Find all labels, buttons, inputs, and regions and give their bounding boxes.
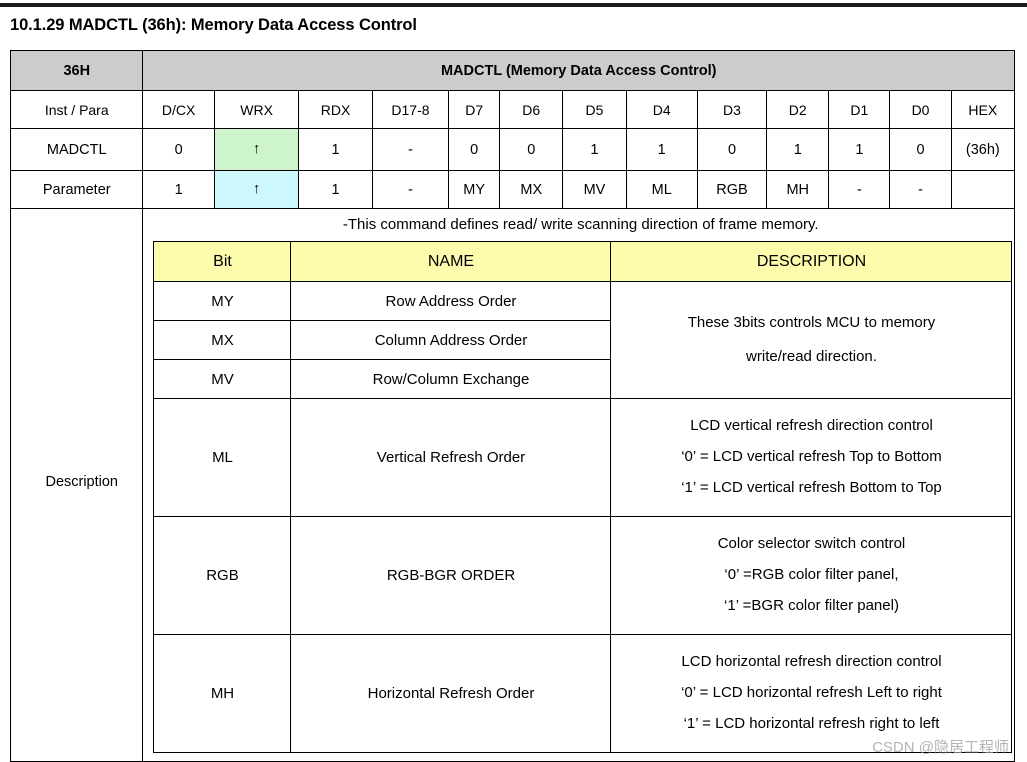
col-header-d1: D1 bbox=[828, 90, 891, 129]
bit-fullname-mx: Column Address Order bbox=[290, 320, 612, 360]
desc-3bits-line-2: write/read direction. bbox=[746, 348, 877, 365]
command-table: 36H MADCTL (Memory Data Access Control) … bbox=[9, 50, 1016, 762]
bit-name-my: MY bbox=[153, 281, 292, 321]
parameter-dcx: 1 bbox=[142, 170, 215, 209]
desc-rgb-line-3: ‘1’ =BGR color filter panel) bbox=[724, 596, 899, 614]
bit-fullname-my: Row Address Order bbox=[290, 281, 612, 321]
table-row: RGB RGB-BGR ORDER Color selector switch … bbox=[153, 516, 1013, 635]
bit-description-ml: LCD vertical refresh direction control ‘… bbox=[610, 398, 1013, 517]
parameter-row: Parameter 1 ↑ 1 - MY MX MV ML RGB MH - - bbox=[9, 170, 1016, 209]
madctl-d7: 0 bbox=[448, 128, 501, 171]
bit-definition-table: Bit NAME DESCRIPTION MY Row Address Orde… bbox=[153, 241, 1013, 753]
col-header-hex: HEX bbox=[950, 90, 1016, 129]
col-header-d3: D3 bbox=[696, 90, 768, 129]
bit-fullname-rgb: RGB-BGR ORDER bbox=[290, 516, 612, 635]
col-header-rdx: RDX bbox=[298, 90, 373, 129]
madctl-d4: 1 bbox=[625, 128, 698, 171]
description-label: Description bbox=[9, 208, 144, 762]
parameter-d17-8: - bbox=[371, 170, 450, 209]
col-header-dcx: D/CX bbox=[142, 90, 215, 129]
madctl-row-label: MADCTL bbox=[9, 128, 144, 171]
table-row: MV Row/Column Exchange bbox=[153, 359, 1012, 399]
bit-name-mx: MX bbox=[153, 320, 292, 360]
parameter-d0: - bbox=[889, 170, 952, 209]
top-divider-rule bbox=[0, 3, 1027, 7]
description-body: -This command defines read/ write scanni… bbox=[142, 208, 1015, 762]
col-header-d6: D6 bbox=[499, 90, 564, 129]
parameter-d2: MH bbox=[766, 170, 830, 209]
parameter-d7: MY bbox=[448, 170, 501, 209]
command-header-row: 36H MADCTL (Memory Data Access Control) bbox=[9, 50, 1015, 91]
parameter-rdx: 1 bbox=[298, 170, 373, 209]
command-code-cell: 36H bbox=[9, 50, 144, 91]
description-row: Description -This command defines read/ … bbox=[9, 208, 1015, 762]
desc-rgb-line-2: ‘0’ =RGB color filter panel, bbox=[724, 566, 899, 584]
madctl-d5: 1 bbox=[562, 128, 627, 171]
bit-col-header-description: DESCRIPTION bbox=[610, 241, 1013, 282]
description-intro-text: -This command defines read/ write scanni… bbox=[342, 216, 819, 233]
col-header-d4: D4 bbox=[625, 90, 698, 129]
table-row: ML Vertical Refresh Order LCD vertical r… bbox=[153, 398, 1013, 517]
desc-rgb-line-1: Color selector switch control bbox=[717, 535, 906, 553]
madctl-d3: 0 bbox=[696, 128, 768, 171]
bit-description-mh: LCD horizontal refresh direction control… bbox=[610, 634, 1013, 753]
madctl-d6: 0 bbox=[499, 128, 564, 171]
bit-name-ml: ML bbox=[153, 398, 292, 517]
bit-description-rgb: Color selector switch control ‘0’ =RGB c… bbox=[610, 516, 1013, 635]
col-header-d0: D0 bbox=[889, 90, 952, 129]
bit-fullname-mv: Row/Column Exchange bbox=[290, 359, 612, 399]
col-header-d2: D2 bbox=[766, 90, 830, 129]
madctl-d17-8: - bbox=[371, 128, 450, 171]
parameter-d3: RGB bbox=[696, 170, 768, 209]
madctl-row: MADCTL 0 ↑ 1 - 0 0 1 1 0 1 1 0 (36h) bbox=[9, 128, 1016, 171]
madctl-d2: 1 bbox=[766, 128, 830, 171]
parameter-d6: MX bbox=[499, 170, 564, 209]
desc-ml-line-3: ‘1’ = LCD vertical refresh Bottom to Top bbox=[681, 478, 942, 496]
bit-col-header-name: NAME bbox=[290, 241, 612, 282]
bit-table-header-row: Bit NAME DESCRIPTION bbox=[153, 241, 1013, 282]
col-header-inst-para: Inst / Para bbox=[9, 90, 144, 129]
parameter-wrx-rising-edge-icon: ↑ bbox=[213, 170, 300, 209]
bit-name-mh: MH bbox=[153, 634, 292, 753]
madctl-wrx-rising-edge-icon: ↑ bbox=[213, 128, 300, 171]
page-title: 10.1.29 MADCTL (36h): Memory Data Access… bbox=[10, 16, 417, 34]
table-row: MY Row Address Order These 3bits control… bbox=[153, 281, 1013, 399]
desc-mh-line-3: ‘1’ = LCD horizontal refresh right to le… bbox=[683, 714, 940, 732]
madctl-d1: 1 bbox=[828, 128, 891, 171]
parameter-d4: ML bbox=[625, 170, 698, 209]
madctl-rdx: 1 bbox=[298, 128, 373, 171]
table-row: MH Horizontal Refresh Order LCD horizont… bbox=[153, 634, 1013, 753]
bit-name-mv: MV bbox=[153, 359, 292, 399]
madctl-dcx: 0 bbox=[142, 128, 215, 171]
column-header-row: Inst / Para D/CX WRX RDX D17-8 D7 D6 D5 … bbox=[9, 90, 1016, 129]
bit-name-rgb: RGB bbox=[153, 516, 292, 635]
parameter-hex bbox=[950, 170, 1016, 209]
desc-3bits-line-1: These 3bits controls MCU to memory bbox=[687, 313, 936, 331]
desc-ml-line-1: LCD vertical refresh direction control bbox=[690, 417, 933, 435]
command-title-cell: MADCTL (Memory Data Access Control) bbox=[142, 50, 1015, 91]
col-header-d5: D5 bbox=[562, 90, 627, 129]
parameter-d1: - bbox=[828, 170, 891, 209]
parameter-row-label: Parameter bbox=[9, 170, 144, 209]
table-row: MX Column Address Order bbox=[153, 320, 1012, 360]
col-header-d17-8: D17-8 bbox=[371, 90, 450, 129]
parameter-d5: MV bbox=[562, 170, 627, 209]
bit-fullname-ml: Vertical Refresh Order bbox=[290, 398, 612, 517]
bit-col-header-bit: Bit bbox=[153, 241, 292, 282]
bit-fullname-mh: Horizontal Refresh Order bbox=[290, 634, 612, 753]
desc-mh-line-2: ‘0’ = LCD horizontal refresh Left to rig… bbox=[681, 684, 942, 702]
col-header-wrx: WRX bbox=[213, 90, 300, 129]
madctl-d0: 0 bbox=[889, 128, 952, 171]
bit-description-my-mx-mv: These 3bits controls MCU to memory write… bbox=[610, 281, 1013, 399]
col-header-d7: D7 bbox=[448, 90, 501, 129]
desc-ml-line-2: ‘0’ = LCD vertical refresh Top to Bottom bbox=[681, 448, 942, 466]
desc-mh-line-1: LCD horizontal refresh direction control bbox=[681, 653, 942, 671]
madctl-hex: (36h) bbox=[950, 128, 1016, 171]
